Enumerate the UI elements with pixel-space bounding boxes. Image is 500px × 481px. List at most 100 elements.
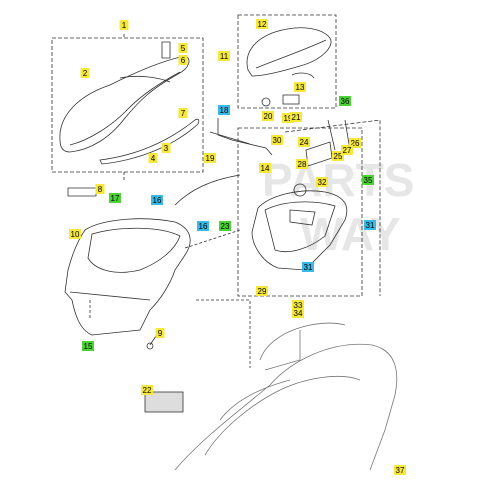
callout-12: 12: [256, 19, 268, 29]
callout-badge: [341, 145, 353, 155]
callout-badge: [109, 193, 121, 203]
callout-label: 19: [284, 114, 293, 123]
callout-badge: [339, 96, 351, 106]
callout-badge: [316, 177, 328, 187]
callout-28: 28: [296, 159, 308, 169]
callout-32: 32: [316, 177, 328, 187]
callout-label: 16: [199, 222, 208, 231]
callout-29: 29: [256, 286, 268, 296]
storage-box-part-15: [64, 218, 191, 336]
callout-label: 30: [273, 136, 282, 145]
seat-12-group-frame: [237, 14, 337, 109]
callout-label: 4: [151, 154, 156, 163]
callout-badge: [155, 328, 165, 338]
callout-badge: [332, 151, 344, 161]
callout-31: 31: [364, 220, 376, 230]
callout-badge: [364, 220, 376, 230]
callout-label: 7: [181, 109, 186, 118]
callout-label: 32: [318, 178, 327, 187]
callout-22: 22: [141, 385, 153, 395]
callout-label: 22: [143, 386, 152, 395]
callout-label: 34: [294, 309, 303, 318]
callout-5: 5: [178, 43, 188, 53]
callout-badge: [141, 385, 153, 395]
callout-badge: [292, 300, 304, 310]
callout-21: 21: [290, 112, 302, 122]
box-group-frame: [237, 127, 363, 297]
callout-label: 19: [206, 154, 215, 163]
callout-badge: [204, 153, 216, 163]
callout-1: 1: [119, 20, 129, 30]
callout-badge: [362, 175, 374, 185]
callout-badge: [349, 138, 361, 148]
callout-badge: [292, 308, 304, 318]
callout-label: 16: [153, 196, 162, 205]
callout-badge: [259, 163, 271, 173]
callout-label: 8: [98, 185, 103, 194]
watermark-line-1: PARTS: [262, 154, 415, 206]
callout-11: 11: [218, 51, 230, 61]
callout-16: 16: [197, 221, 209, 231]
callout-31: 31: [302, 262, 314, 272]
callout-19: 19: [282, 113, 294, 123]
callout-badge: [262, 111, 274, 121]
callout-badge: [256, 19, 268, 29]
strap-part-4: [99, 118, 200, 165]
callout-badge: [95, 184, 105, 194]
callout-label: 2: [83, 69, 88, 78]
seat-group-frame: [51, 37, 204, 173]
callout-label: 18: [220, 106, 229, 115]
callout-19: 19: [204, 153, 216, 163]
callout-13: 13: [294, 82, 306, 92]
callout-35: 35: [362, 175, 374, 185]
callout-badge: [302, 262, 314, 272]
callout-37: 37: [394, 465, 406, 475]
callout-6: 6: [178, 55, 188, 65]
callout-26: 26: [349, 138, 361, 148]
callout-badge: [394, 465, 406, 475]
callout-badge: [82, 341, 94, 351]
callout-badge: [298, 137, 310, 147]
callout-label: 36: [341, 97, 350, 106]
callout-label: 25: [334, 152, 343, 161]
callout-label: 17: [111, 194, 120, 203]
callout-label: 11: [220, 52, 229, 61]
callout-badge: [178, 43, 188, 53]
callout-badge: [290, 112, 302, 122]
cable: [217, 118, 273, 156]
callout-badge: [271, 135, 283, 145]
callout-8: 8: [95, 184, 105, 194]
callout-label: 12: [258, 20, 267, 29]
callout-badge: [282, 113, 294, 123]
callout-label: 9: [158, 329, 163, 338]
callout-4: 4: [148, 153, 158, 163]
callout-label: 37: [396, 466, 405, 475]
callout-label: 27: [343, 146, 352, 155]
callout-badge: [178, 108, 188, 118]
storage-box-part-24: [251, 190, 348, 271]
callout-badge: [296, 159, 308, 169]
callout-label: 6: [181, 56, 186, 65]
watermark-line-2: WAY: [300, 208, 401, 260]
callout-badge: [218, 51, 230, 61]
callout-badge: [178, 55, 188, 65]
callout-23: 23: [219, 221, 231, 231]
callout-badge: [218, 105, 230, 115]
seat-part-12: [246, 27, 332, 77]
callout-label: 13: [296, 83, 305, 92]
callout-25: 25: [332, 151, 344, 161]
callout-label: 33: [294, 301, 303, 310]
callout-16: 16: [151, 195, 163, 205]
callout-label: 21: [292, 113, 301, 122]
callout-label: 35: [364, 176, 373, 185]
callout-17: 17: [109, 193, 121, 203]
callout-label: 5: [181, 44, 186, 53]
callout-label: 1: [122, 21, 127, 30]
callout-label: 26: [351, 139, 360, 148]
callout-label: 14: [261, 164, 270, 173]
callout-10: 10: [69, 229, 81, 239]
callout-label: 28: [298, 160, 307, 169]
callout-34: 34: [292, 308, 304, 318]
